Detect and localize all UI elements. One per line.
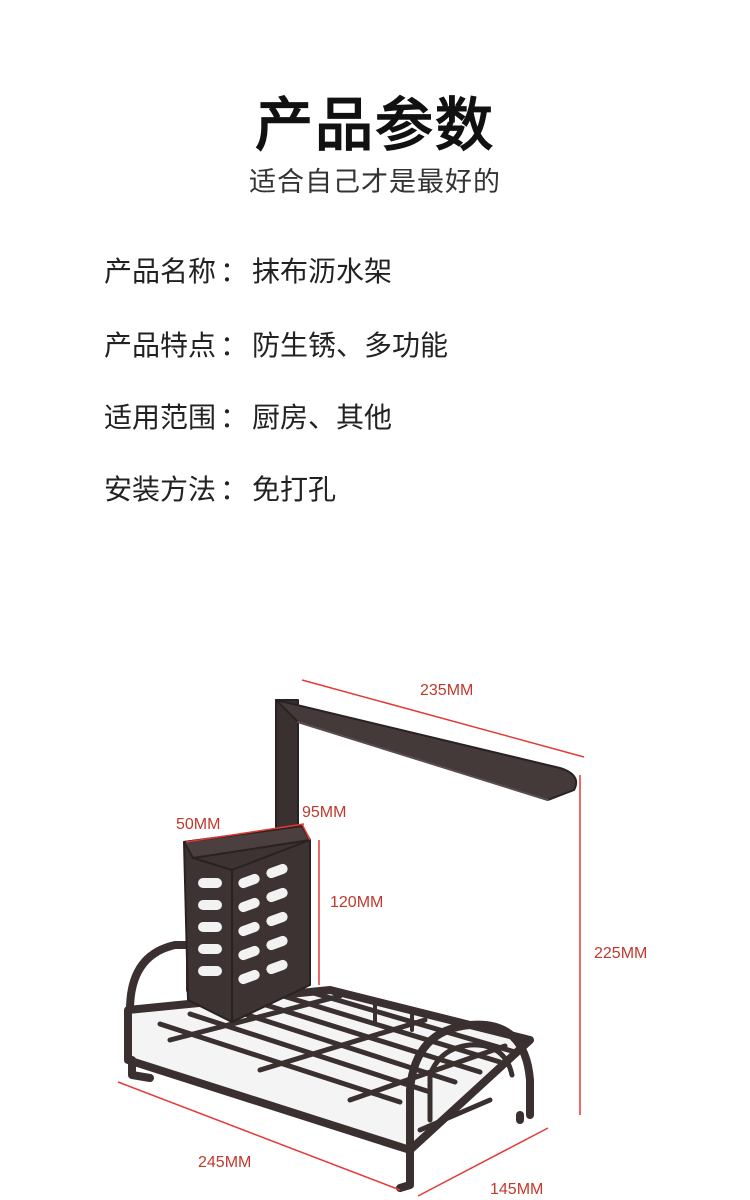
spec-row-install: 安装方法：免打孔 xyxy=(104,468,336,508)
spec-row-name: 产品名称：抹布沥水架 xyxy=(104,250,392,290)
spec-row-features: 产品特点：防生锈、多功能 xyxy=(104,324,448,364)
spec-separator: ： xyxy=(220,255,249,288)
spec-separator: ： xyxy=(220,473,249,506)
dim-line-top-width xyxy=(301,679,585,758)
product-dimension-diagram: 235MM 50MM 95MM 120MM 225MM 245MM 145MM xyxy=(117,679,647,1198)
page-subtitle: 适合自己才是最好的 xyxy=(249,167,501,198)
dim-label-base-length: 245MM xyxy=(198,1154,251,1171)
dim-label-total-height: 225MM xyxy=(594,945,647,962)
spec-value: 厨房、其他 xyxy=(252,401,393,434)
dimension-lines xyxy=(117,679,585,1197)
spec-separator: ： xyxy=(220,329,249,362)
dim-label-cup-width: 50MM xyxy=(176,816,220,833)
dim-line-base-length xyxy=(117,1081,401,1191)
dim-label-top-width: 235MM xyxy=(420,682,473,699)
sink-rack-illustration xyxy=(124,699,578,1192)
spec-value: 抹布沥水架 xyxy=(252,255,393,288)
dim-line-cup-width xyxy=(185,823,305,843)
dim-line-base-depth xyxy=(417,1127,549,1197)
spec-label: 产品名称 xyxy=(104,255,217,288)
spec-separator: ： xyxy=(220,401,249,434)
spec-label: 产品特点 xyxy=(104,329,217,362)
spec-value: 防生锈、多功能 xyxy=(252,329,449,362)
page-title: 产品参数 xyxy=(254,91,495,159)
spec-value: 免打孔 xyxy=(252,473,337,506)
spec-label: 安装方法 xyxy=(104,473,217,506)
spec-row-usage: 适用范围：厨房、其他 xyxy=(104,396,392,436)
dim-label-base-depth: 145MM xyxy=(490,1181,543,1198)
dim-label-cup-depth: 95MM xyxy=(302,804,346,821)
spec-label: 适用范围 xyxy=(104,401,217,434)
dim-line-cup-depth xyxy=(301,823,311,841)
dim-label-cup-height: 120MM xyxy=(330,894,383,911)
